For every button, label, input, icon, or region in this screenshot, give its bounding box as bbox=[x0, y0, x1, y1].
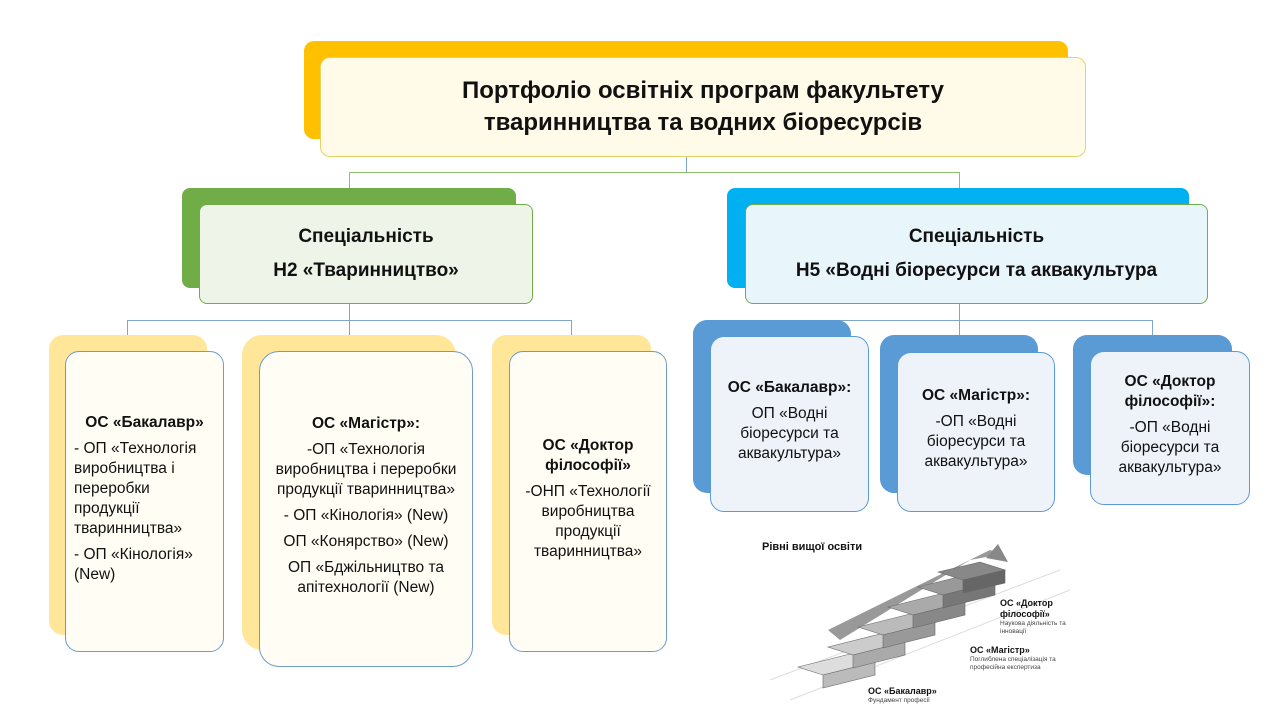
h2-master-card: ОС «Магістр»: -ОП «Технологія виробництв… bbox=[259, 351, 473, 667]
card-heading: ОС «Доктор філософії»: bbox=[1124, 373, 1216, 410]
specialty-h5: Спеціальність Н5 «Водні біоресурси та ак… bbox=[745, 204, 1208, 304]
level-desc: Наукова діяльність та інновації bbox=[1000, 620, 1066, 635]
connector bbox=[127, 320, 128, 335]
program-item: ОП «Водні біоресурси та аквакультура» bbox=[737, 405, 842, 462]
level-name: ОС «Бакалавр» bbox=[868, 686, 937, 696]
h2-phd-card: ОС «Доктор філософії» -ОНП «Технології в… bbox=[509, 351, 667, 652]
connector bbox=[349, 304, 350, 320]
specialty-label: Спеціальність bbox=[298, 226, 434, 247]
connector bbox=[772, 320, 1153, 321]
card-heading: ОС «Бакалавр» bbox=[85, 413, 204, 431]
connector bbox=[349, 320, 350, 335]
specialty-label: Спеціальність bbox=[908, 226, 1045, 247]
card-heading: ОС «Магістр»: bbox=[311, 415, 421, 432]
level-desc: Фундамент професії bbox=[868, 697, 930, 704]
connector bbox=[686, 157, 687, 172]
program-item: -ОП «Водні біоресурси та аквакультура» bbox=[924, 413, 1028, 470]
program-item: - ОП «Кінологія» (New) bbox=[74, 545, 193, 583]
connector bbox=[349, 172, 350, 188]
card-heading: ОС «Бакалавр»: bbox=[727, 379, 852, 396]
level-name: ОС «Доктор філософії» bbox=[1000, 598, 1053, 619]
education-levels-illustration: Рівні вищої освіти ОС «Доктор філософії»… bbox=[730, 530, 1090, 720]
title-line-2: тваринництва та водних біоресурсів bbox=[483, 109, 923, 136]
program-item: ОП «Конярство» (New) bbox=[283, 533, 449, 550]
specialty-name: Н2 «Тваринництво» bbox=[273, 260, 459, 281]
connector bbox=[571, 320, 572, 335]
program-item: -ОНП «Технології виробництва продукції т… bbox=[525, 482, 651, 560]
program-item: - ОП «Кінологія» (New) bbox=[283, 507, 449, 524]
program-item: ОП «Бджільництво та апітехнології (New) bbox=[288, 559, 444, 596]
card-heading: ОС «Магістр»: bbox=[921, 387, 1031, 404]
stairs-level-phd: ОС «Доктор філософії» Наукова діяльність… bbox=[1000, 598, 1080, 636]
stairs-level-bachelor: ОС «Бакалавр» Фундамент професії bbox=[868, 686, 968, 705]
page-title: Портфоліо освітніх програм факультету тв… bbox=[320, 57, 1086, 157]
connector bbox=[1152, 320, 1153, 335]
h5-master-card: ОС «Магістр»: -ОП «Водні біоресурси та а… bbox=[897, 352, 1055, 512]
connector bbox=[959, 320, 960, 335]
stairs-level-master: ОС «Магістр» Поглиблена спеціалізація та… bbox=[970, 645, 1070, 672]
h2-bachelor-card: ОС «Бакалавр» - ОП «Технологія виробницт… bbox=[65, 351, 224, 652]
specialty-h2: Спеціальність Н2 «Тваринництво» bbox=[199, 204, 533, 304]
h5-phd-card: ОС «Доктор філософії»: -ОП «Водні біорес… bbox=[1090, 351, 1250, 505]
card-heading: ОС «Доктор філософії» bbox=[542, 436, 634, 474]
connector bbox=[349, 172, 960, 173]
level-desc: Поглиблена спеціалізація та професійна е… bbox=[970, 656, 1056, 671]
title-line-1: Портфоліо освітніх програм факультету bbox=[461, 77, 945, 104]
connector bbox=[959, 172, 960, 188]
program-item: - ОП «Технологія виробництва і переробки… bbox=[74, 439, 197, 537]
growth-arrow-icon bbox=[828, 550, 1002, 640]
stairs-title: Рівні вищої освіти bbox=[762, 541, 863, 553]
program-item: -ОП «Технологія виробництва і переробки … bbox=[275, 441, 457, 498]
connector bbox=[959, 304, 960, 320]
specialty-name: Н5 «Водні біоресурси та аквакультура bbox=[795, 260, 1158, 281]
program-item: -ОП «Водні біоресурси та аквакультура» bbox=[1118, 419, 1222, 476]
h5-bachelor-card: ОС «Бакалавр»: ОП «Водні біоресурси та а… bbox=[710, 336, 869, 512]
staircase-graphic bbox=[769, 544, 1071, 701]
level-name: ОС «Магістр» bbox=[970, 645, 1030, 655]
